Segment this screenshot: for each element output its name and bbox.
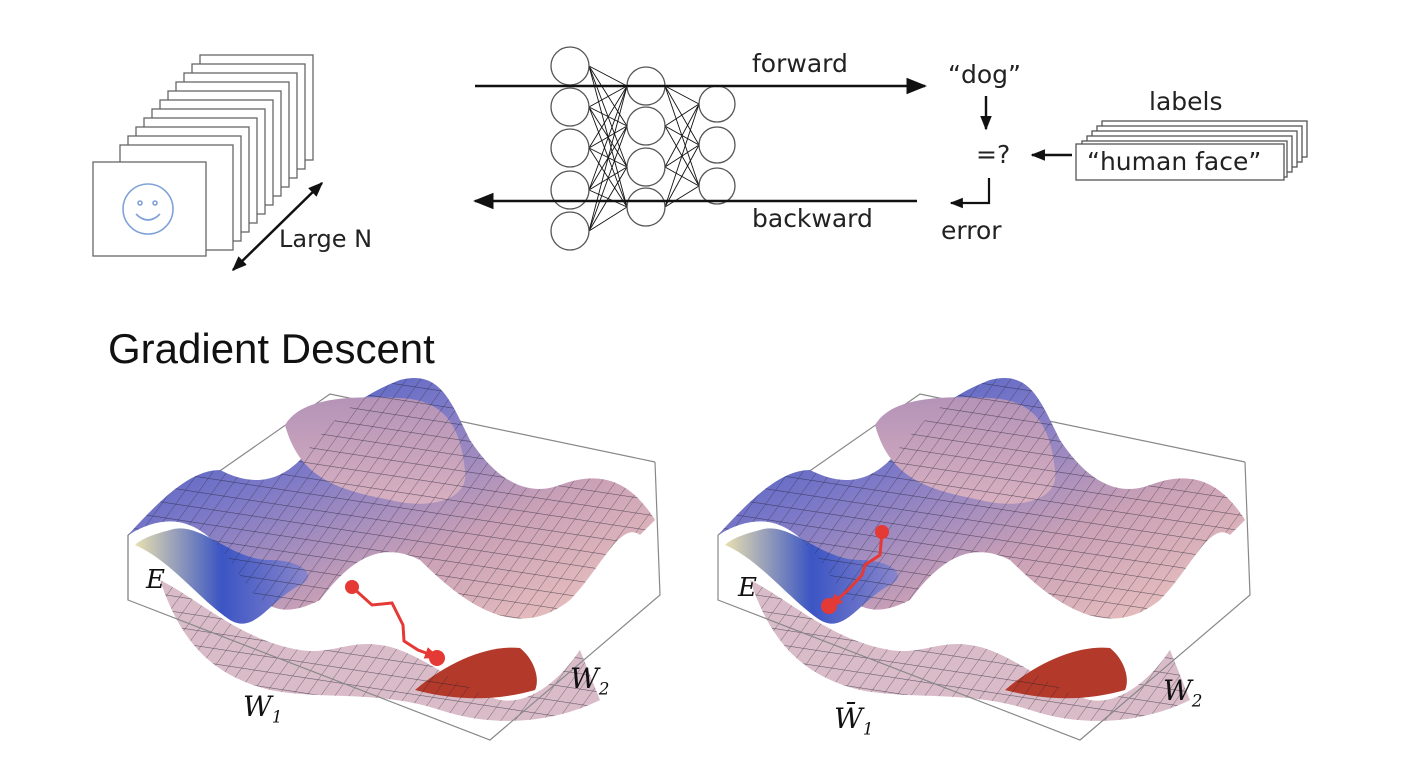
network-connections <box>588 65 700 232</box>
error-label: error <box>941 216 1002 245</box>
x-axis-label: W1 <box>243 690 283 727</box>
section-title: Gradient Descent <box>108 325 435 372</box>
neuron-layer-3 <box>698 167 736 205</box>
forward-label: forward <box>752 49 848 78</box>
network-connection <box>588 85 628 108</box>
neuron-layer-1 <box>550 128 590 168</box>
smiley-face-icon <box>122 183 174 235</box>
large-n-double-arrow <box>231 181 324 272</box>
label-value: “human face” <box>1087 147 1262 176</box>
neuron-layer-1 <box>550 211 590 251</box>
backward-label: backward <box>752 204 873 233</box>
neuron-layer-3 <box>698 126 736 164</box>
compare-symbol: =? <box>976 140 1011 169</box>
network-connection <box>664 103 700 208</box>
x-axis-label: W̄1 <box>834 702 874 739</box>
network-connection <box>588 206 628 232</box>
descent-path-left <box>350 585 440 659</box>
neuron-layer-1 <box>550 87 590 127</box>
descent-start-point <box>875 525 889 539</box>
network-connection <box>588 85 628 191</box>
network-connection <box>588 85 628 232</box>
y-axis-label: W2 <box>570 662 610 699</box>
descent-start-point <box>345 580 359 594</box>
neuron-layer-2 <box>626 147 666 187</box>
network-connection <box>588 166 628 232</box>
descent-end-point <box>821 598 837 614</box>
network-connection <box>664 103 700 127</box>
neuron-layer-1 <box>550 46 590 86</box>
neuron-layer-1 <box>550 170 590 210</box>
network-connection <box>664 144 700 208</box>
descent-end-point <box>429 650 445 666</box>
z-axis-label: E <box>146 565 165 595</box>
network-connection <box>664 103 700 168</box>
network-neurons <box>550 46 736 251</box>
error-return-arrow <box>949 178 991 209</box>
neuron-layer-2 <box>626 106 666 146</box>
neuron-layer-2 <box>626 187 666 227</box>
y-axis-label: W2 <box>1163 674 1203 711</box>
neuron-layer-3 <box>698 85 736 123</box>
network-connection <box>664 185 700 208</box>
error-surface-plot-right <box>717 378 1251 741</box>
network-connection <box>664 85 700 105</box>
labels-title: labels <box>1149 87 1223 116</box>
descent-path-right <box>827 531 884 608</box>
prediction-label: “dog” <box>948 60 1021 89</box>
network-connection <box>588 65 628 87</box>
network-connection <box>588 85 628 149</box>
z-axis-label: E <box>738 573 757 603</box>
large-n-label: Large N <box>279 225 373 253</box>
network-connection <box>588 125 628 232</box>
labels-stack <box>1075 120 1308 181</box>
error-surface-plot-left <box>127 378 661 741</box>
